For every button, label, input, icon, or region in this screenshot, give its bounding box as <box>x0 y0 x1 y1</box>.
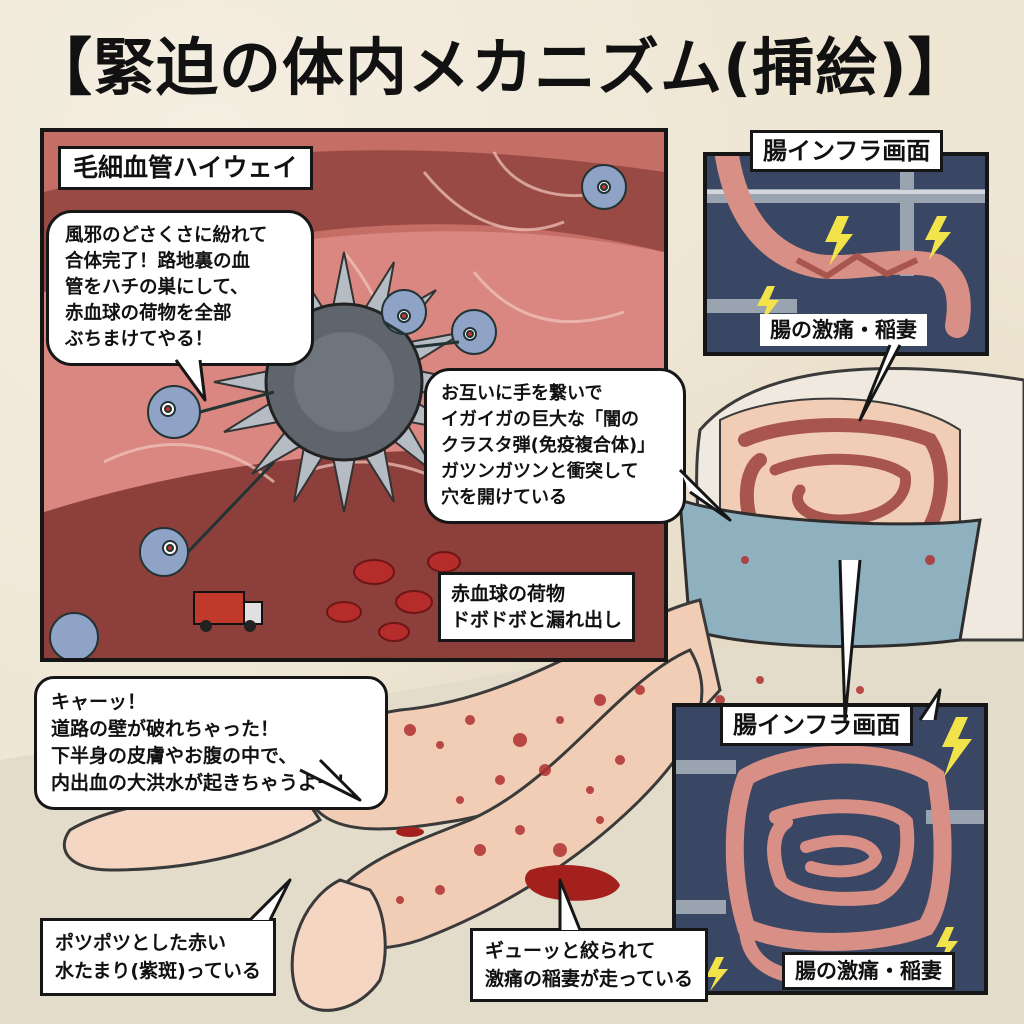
scream-speech-bubble: キャーッ！ 道路の壁が破れちゃった！ 下半身の皮膚やお腹の中で、 内出血の大洪水… <box>34 676 388 810</box>
gut-infra-artwork-bottom <box>676 707 984 991</box>
gut-panel-top-label: 腸インフラ画面 <box>750 130 944 172</box>
virus-particles <box>49 164 627 658</box>
virus-speech-bubble: 風邪のどさくさに紛れて 合体完了！路地裏の血 管をハチの巣にして、 赤血球の荷物… <box>46 210 314 366</box>
gut-panel-top-pain-label: 腸の激痛・稲妻 <box>760 314 927 346</box>
gut-panel-bottom-label: 腸インフラ画面 <box>720 704 914 746</box>
purpura-spots <box>396 555 935 904</box>
gut-panel-bottom-pain-label: 腸の激痛・稲妻 <box>782 952 955 990</box>
cargo-leak-note: 赤血球の荷物 ドボドボと漏れ出し <box>438 572 636 642</box>
page-title: 【緊迫の体内メカニズム(挿絵)】 <box>30 31 971 104</box>
cramp-note: ギューッと絞られて 激痛の稲妻が走っている <box>470 928 709 1002</box>
purpura-note: ポツポツとした赤い 水たまり(紫斑)っている <box>40 918 276 996</box>
cluster-note-bubble: お互いに手を繋いで イガイガの巨大な「闇の クラスタ弾(免疫複合体)」 ガツンガ… <box>424 368 686 524</box>
cargo-truck <box>193 591 263 632</box>
gut-infra-panel-bottom <box>672 703 988 995</box>
capillary-panel-label: 毛細血管ハイウェイ <box>58 146 313 190</box>
